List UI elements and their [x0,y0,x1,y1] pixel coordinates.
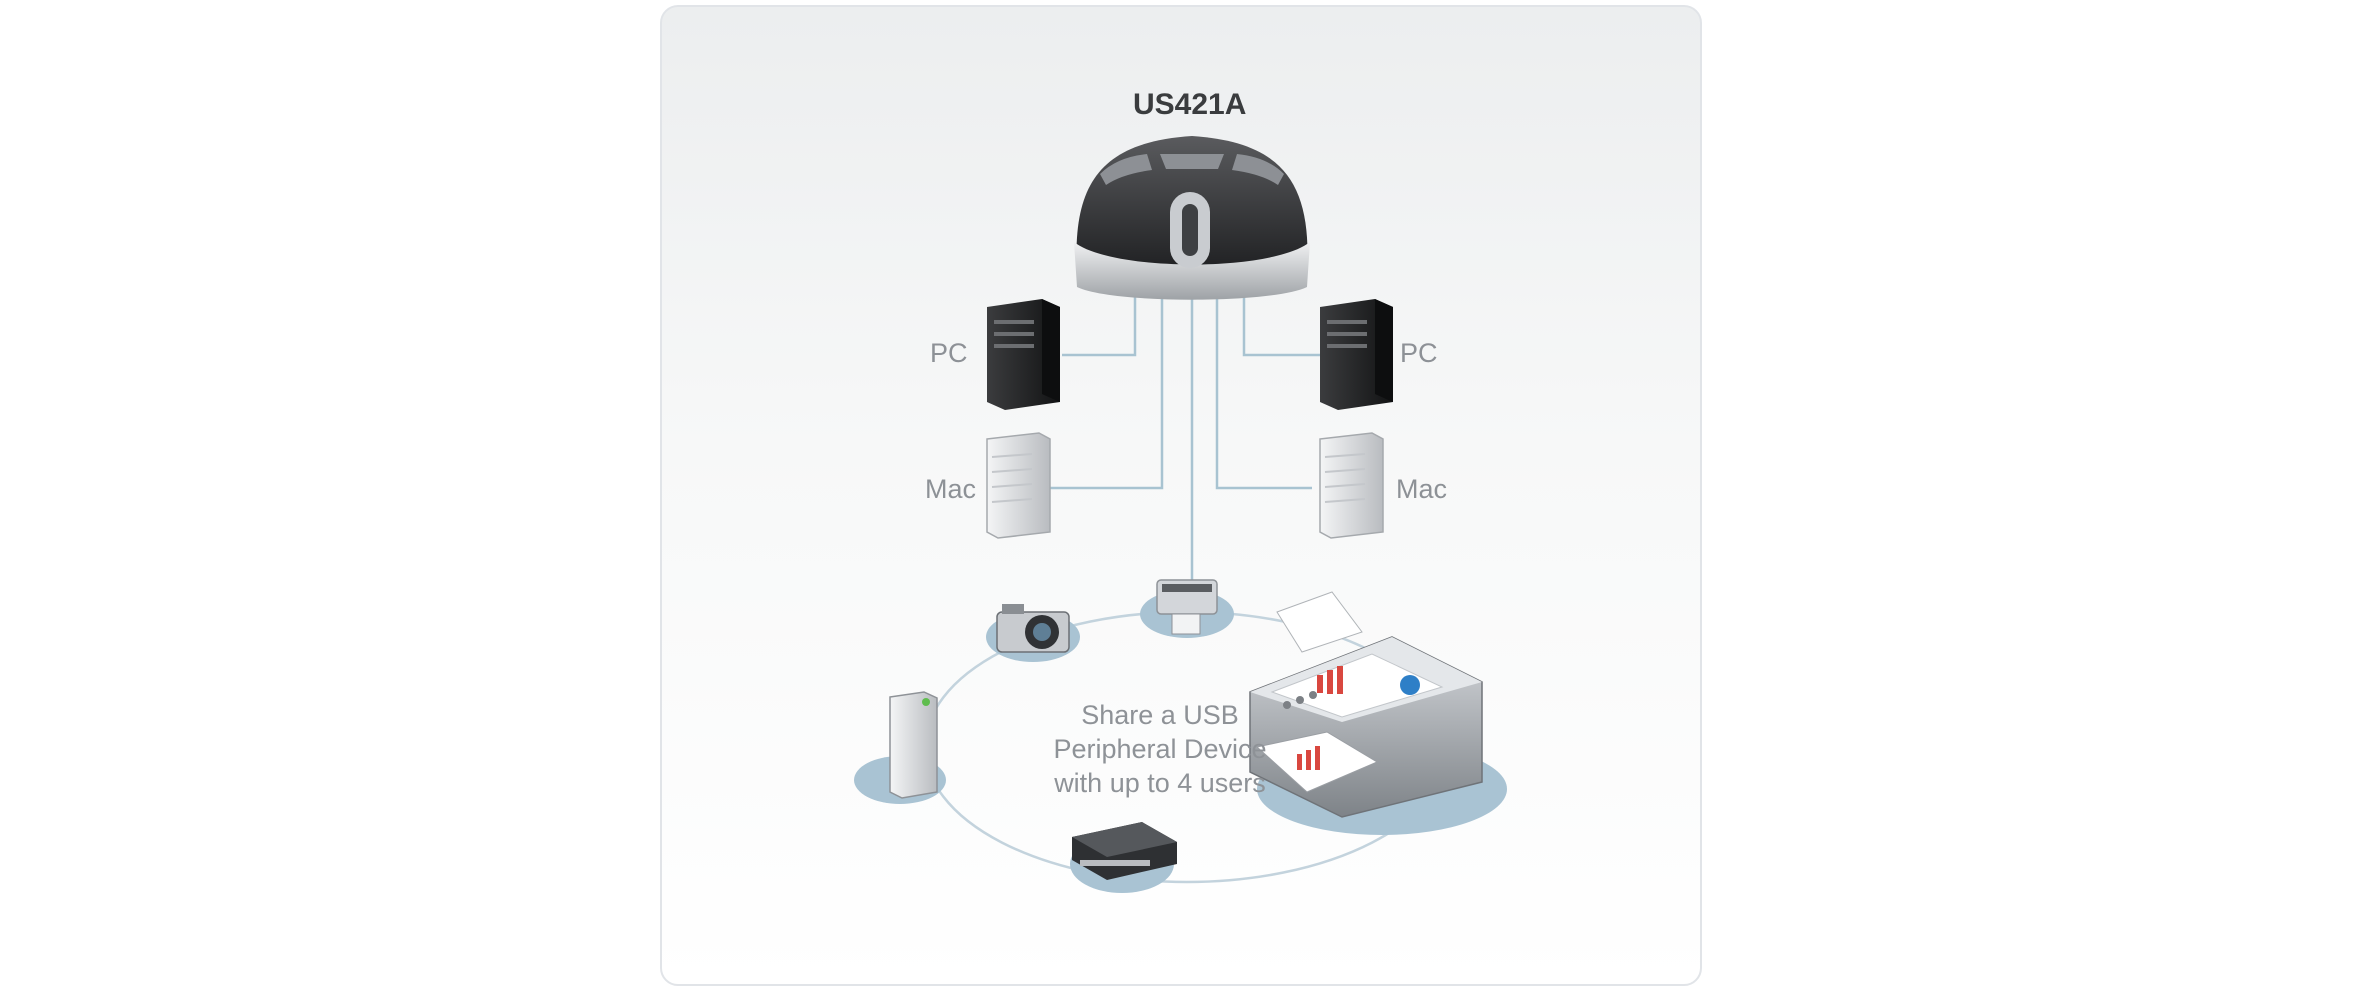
camera-icon [996,604,1070,653]
right-mac-tower-icon [1319,432,1384,539]
right-pc-label: PC [1400,338,1438,368]
usb-switch [1074,136,1310,300]
line-left-pc [1062,295,1137,357]
share-caption-line-3: with up to 4 users [1054,768,1266,798]
left-mac-label: Mac [925,474,977,504]
left-pc-label: PC [930,338,968,368]
line-right-mac [1215,295,1312,490]
diagram-canvas [854,136,1507,893]
printed-chart-bars [1317,666,1343,694]
scanner-icon [1072,822,1177,880]
share-caption: Share a USB Peripheral Device with up to… [1010,698,1310,800]
connector-lines [1047,295,1320,582]
switch-buttons [1100,154,1284,185]
right-pc-tower-icon [1320,299,1393,410]
left-mac-tower-icon [986,432,1051,539]
printer-icon [1249,591,1483,818]
share-caption-line-2: Peripheral Device [1053,734,1267,764]
line-right-pc [1242,295,1320,357]
device-model-label: US421A [1133,88,1247,121]
share-caption-line-1: Share a USB [1081,700,1239,730]
line-left-mac [1047,295,1164,490]
left-pc-tower-icon [987,299,1060,410]
card-reader-icon [1156,579,1218,635]
external-drive-icon [889,691,938,799]
right-mac-label: Mac [1396,474,1448,504]
diagram-panel [660,5,1702,986]
